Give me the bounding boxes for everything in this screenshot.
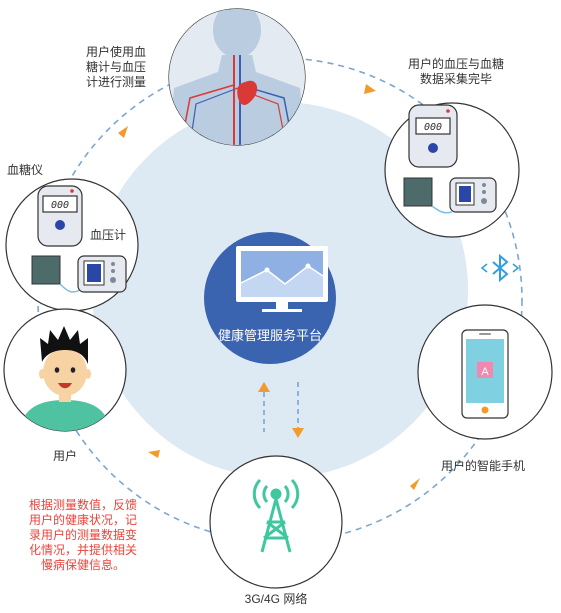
smartphone-node[interactable]: A	[417, 304, 553, 440]
platform-title: 健康管理服务平台	[218, 328, 322, 343]
platform-node[interactable]	[204, 232, 336, 364]
orbit-arrows	[118, 84, 420, 490]
monitor-chart-icon	[236, 246, 328, 312]
smartphone-icon: A	[461, 329, 509, 419]
human-body-node[interactable]	[168, 2, 306, 146]
feedback-note: 根据测量数值，反馈 用户的健康状况，记 录用户的测量数据变 化情况，并提供相关 …	[28, 498, 137, 572]
network-label: 3G/4G 网络	[244, 592, 308, 606]
user-avatar-icon	[20, 326, 110, 431]
user-label: 用户	[53, 449, 78, 463]
glucose-meter-icon: 000	[37, 185, 83, 247]
user-node[interactable]	[3, 308, 127, 432]
sync-arrows	[258, 382, 304, 438]
human-body-label: 用户使用血 糖计与血压 计进行测量	[85, 45, 146, 89]
glucose-meter-label: 血糖仪	[7, 163, 44, 177]
data-done-label: 用户的血压与血糖 数据采集完毕	[407, 57, 504, 86]
glucose-meter-icon: 000	[408, 104, 458, 168]
orbit-arrow	[148, 450, 160, 458]
network-tower-icon	[252, 478, 300, 553]
bluetooth-icon	[480, 253, 520, 283]
bp-meter-label: 血压计	[90, 228, 127, 242]
blood-pressure-meter-icon	[403, 177, 497, 214]
svg-text:A: A	[481, 366, 489, 378]
svg-text:000: 000	[424, 122, 442, 133]
svg-text:000: 000	[51, 200, 69, 211]
orbit-arrow	[118, 126, 128, 138]
blood-pressure-meter-icon	[31, 255, 127, 293]
orbit-arrow	[364, 84, 376, 94]
network-node[interactable]	[209, 455, 343, 589]
data-collected-node[interactable]: 000	[384, 102, 520, 238]
devices-node[interactable]: 000	[5, 178, 139, 312]
phone-label: 用户的智能手机	[441, 459, 526, 473]
orbit-arrow	[410, 478, 420, 490]
human-body-icon	[169, 9, 305, 145]
